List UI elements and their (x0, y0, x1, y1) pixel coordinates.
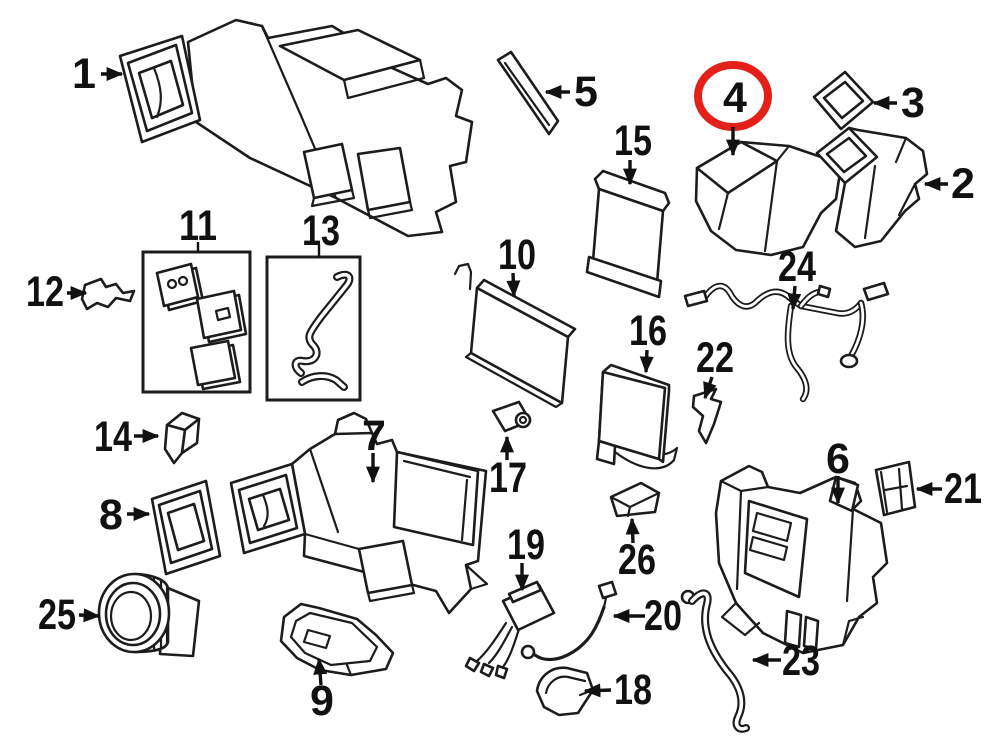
part-label-12[interactable]: 12 (26, 268, 64, 316)
part-label-18[interactable]: 18 (614, 666, 652, 714)
part-25-drawing (97, 572, 201, 658)
part-13-contents-drawing (291, 270, 354, 391)
part-label-25[interactable]: 25 (38, 591, 76, 639)
part-14-drawing (163, 411, 201, 465)
part-11-contents-drawing (155, 262, 248, 391)
part-label-26[interactable]: 26 (618, 536, 656, 584)
part-number-text: 7 (362, 412, 386, 460)
part-number-text: 17 (489, 454, 527, 502)
part-label-15[interactable]: 15 (614, 117, 652, 165)
part-5-drawing (496, 50, 560, 136)
part-number-text: 3 (901, 79, 925, 127)
part-number-text: 12 (26, 268, 64, 316)
leader-arrow-part-24 (787, 285, 802, 311)
part-1-drawing (118, 18, 474, 238)
part-number-text: 22 (696, 334, 734, 382)
part-label-3[interactable]: 3 (901, 79, 925, 127)
part-number-text: 19 (507, 521, 545, 569)
part-label-6[interactable]: 6 (826, 435, 850, 483)
part-9-drawing (279, 602, 395, 677)
part-23-drawing (680, 589, 750, 733)
part-15-drawing (585, 169, 671, 299)
part-label-11[interactable]: 11 (179, 202, 217, 250)
part-label-24[interactable]: 24 (778, 243, 816, 291)
part-label-10[interactable]: 10 (498, 231, 536, 279)
part-number-text: 6 (826, 435, 850, 483)
part-number-text: 18 (614, 666, 652, 714)
part-21-drawing (874, 460, 917, 517)
part-number-text: 23 (782, 637, 820, 685)
part-12-drawing (80, 277, 136, 311)
part-24-drawing (683, 281, 890, 403)
part-number-text: 5 (574, 68, 598, 116)
part-group-box-11 (141, 250, 252, 394)
part-number-text: 14 (94, 413, 132, 461)
part-number-text: 2 (951, 160, 975, 208)
part-label-23[interactable]: 23 (782, 637, 820, 685)
part-label-13[interactable]: 13 (302, 207, 340, 255)
leader-arrow-part-26 (625, 517, 640, 544)
part-4-drawing (694, 140, 842, 257)
part-number-text: 1 (72, 50, 96, 98)
part-17-drawing (491, 400, 532, 433)
part-18-drawing (535, 666, 595, 717)
part-number-text: 16 (629, 307, 667, 355)
part-number-text: 13 (302, 207, 340, 255)
part-7-drawing (229, 411, 489, 615)
part-label-5[interactable]: 5 (574, 68, 598, 116)
part-label-2[interactable]: 2 (951, 160, 975, 208)
leader-arrow-part-18 (583, 683, 612, 698)
part-number-text: 9 (310, 677, 334, 725)
part-label-20[interactable]: 20 (644, 592, 682, 640)
part-label-14[interactable]: 14 (94, 413, 132, 461)
part-label-22[interactable]: 22 (696, 334, 734, 382)
part-number-text: 4 (723, 74, 747, 122)
leader-arrow-part-25 (78, 608, 101, 623)
part-label-4[interactable]: 4 (723, 74, 747, 122)
leader-arrow-part-9 (313, 657, 328, 686)
part-number-text: 20 (644, 592, 682, 640)
part-label-19[interactable]: 19 (507, 521, 545, 569)
part-10-drawing (453, 262, 577, 409)
part-label-17[interactable]: 17 (489, 454, 527, 502)
part-8-drawing (150, 479, 222, 576)
leader-arrow-part-10 (506, 272, 521, 298)
part-number-text: 11 (179, 202, 217, 250)
part-26-drawing (609, 481, 661, 518)
part-number-text: 8 (99, 491, 123, 539)
part-19-drawing (464, 580, 556, 680)
part-label-21[interactable]: 21 (944, 465, 982, 513)
part-2-drawing (815, 126, 929, 249)
part-number-text: 15 (614, 117, 652, 165)
leader-arrow-part-16 (639, 349, 654, 374)
part-group-box-13 (265, 255, 362, 402)
part-number-text: 25 (38, 591, 76, 639)
part-number-text: 24 (778, 243, 816, 291)
part-6-drawing (714, 464, 889, 655)
part-label-8[interactable]: 8 (99, 491, 123, 539)
part-label-1[interactable]: 1 (72, 50, 96, 98)
part-number-text: 21 (944, 465, 982, 513)
part-number-text: 26 (618, 536, 656, 584)
leader-arrow-part-22 (703, 376, 717, 400)
part-3-drawing (812, 70, 875, 131)
part-label-7[interactable]: 7 (362, 412, 386, 460)
part-number-text: 10 (498, 231, 536, 279)
part-16-drawing (595, 363, 679, 470)
part-label-9[interactable]: 9 (310, 677, 334, 725)
part-20-drawing (520, 580, 618, 662)
part-label-16[interactable]: 16 (629, 307, 667, 355)
